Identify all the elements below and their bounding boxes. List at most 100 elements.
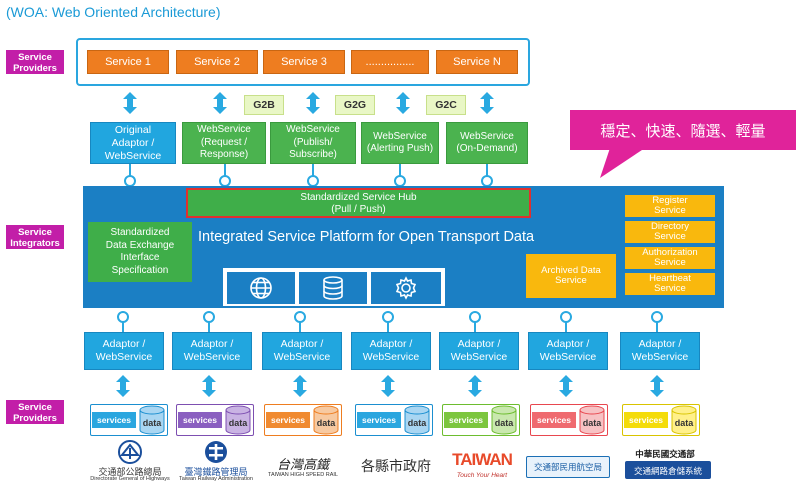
archived-data-service: Archived Data Service bbox=[526, 254, 616, 298]
logo-subtext: TAIWAN HIGH SPEED RAIL bbox=[268, 472, 338, 478]
arrow-icon bbox=[202, 375, 216, 397]
services-label: services bbox=[444, 412, 488, 428]
data-label: data bbox=[494, 418, 514, 428]
g2c-label: G2C bbox=[426, 95, 466, 115]
database-icon bbox=[323, 276, 343, 300]
standardized-interface-box: Standardized Data Exchange Interface Spe… bbox=[88, 222, 192, 282]
data-label: data bbox=[674, 418, 694, 428]
database-icon-cell bbox=[299, 272, 367, 304]
diagram-title: (WOA: Web Oriented Architecture) bbox=[6, 4, 221, 20]
railway-emblem-icon bbox=[205, 441, 227, 463]
heartbeat-service: Heartbeat Service bbox=[625, 273, 715, 295]
store-frame bbox=[176, 404, 254, 436]
arrow-icon bbox=[306, 92, 320, 114]
adaptor-box-6: Adaptor / WebService bbox=[528, 332, 608, 370]
gear-icon-cell bbox=[371, 272, 441, 304]
logo-subtext: Touch Your Heart bbox=[456, 472, 508, 479]
arrow-icon bbox=[468, 375, 482, 397]
g2g-label: G2G bbox=[335, 95, 375, 115]
store-frame bbox=[90, 404, 168, 436]
webservice-request-response: WebService (Request / Response) bbox=[182, 122, 266, 164]
database-icon bbox=[491, 405, 517, 435]
data-label: data bbox=[582, 418, 602, 428]
services-label: services bbox=[92, 412, 136, 428]
services-label: services bbox=[178, 412, 222, 428]
arrow-icon bbox=[213, 92, 227, 114]
logo-text: TAIWAN bbox=[452, 450, 513, 469]
arrow-icon bbox=[381, 375, 395, 397]
store-frame bbox=[264, 404, 342, 436]
side-label-service-providers-bottom: Service Providers bbox=[6, 400, 64, 424]
logo-text: 交通部民用航空局 bbox=[533, 462, 602, 472]
side-label-service-providers-top: Service Providers bbox=[6, 50, 64, 74]
logo-text: 各縣市政府 bbox=[361, 459, 431, 475]
logo-railway: 臺灣鐵路管理局 Taiwan Railway Administration bbox=[176, 440, 256, 484]
adaptor-box-4: Adaptor / WebService bbox=[351, 332, 431, 370]
globe-icon bbox=[250, 277, 272, 299]
arrow-icon bbox=[293, 375, 307, 397]
gear-icon bbox=[395, 276, 417, 300]
store-frame bbox=[355, 404, 433, 436]
service-hub-box: Standardized Service Hub (Pull / Push) bbox=[186, 188, 531, 218]
tagline-bubble: 穩定、快速、隨選、輕量 bbox=[570, 110, 796, 150]
logo-subtext: 交通網路倉儲系統 bbox=[633, 466, 702, 476]
webservice-alerting-push: WebService (Alerting Push) bbox=[361, 122, 439, 164]
data-label: data bbox=[316, 418, 336, 428]
logo-text: 中華民國交通部 bbox=[635, 449, 695, 459]
logo-text: 臺灣鐵路管理局 bbox=[184, 467, 248, 477]
side-label-service-integrators: Service Integrators bbox=[6, 225, 64, 249]
original-adaptor-box: Original Adaptor / WebService bbox=[90, 122, 176, 164]
arrow-icon bbox=[123, 92, 137, 114]
arrow-icon bbox=[396, 92, 410, 114]
service-box-ellipsis: ................ bbox=[351, 50, 429, 74]
arrow-icon bbox=[116, 375, 130, 397]
authorization-service: Authorization Service bbox=[625, 247, 715, 269]
logo-subtext: Taiwan Railway Administration bbox=[179, 476, 253, 482]
platform-title: Integrated Service Platform for Open Tra… bbox=[198, 229, 535, 245]
services-label: services bbox=[624, 412, 668, 428]
adaptor-box-2: Adaptor / WebService bbox=[172, 332, 252, 370]
data-label: data bbox=[228, 418, 248, 428]
data-label: data bbox=[142, 418, 162, 428]
services-label: services bbox=[357, 412, 401, 428]
services-label: services bbox=[266, 412, 310, 428]
logo-subtext: Directorate General of Highways bbox=[90, 476, 170, 482]
logo-taiwan-tourism: TAIWAN Touch Your Heart bbox=[444, 446, 520, 484]
database-icon bbox=[225, 405, 251, 435]
store-frame bbox=[442, 404, 520, 436]
service-box-1: Service 1 bbox=[87, 50, 169, 74]
logo-motc: 中華民國交通部 交通網路倉儲系統 bbox=[615, 446, 715, 484]
store-frame bbox=[530, 404, 608, 436]
database-icon bbox=[404, 405, 430, 435]
arrow-icon bbox=[480, 92, 494, 114]
g2b-label: G2B bbox=[244, 95, 284, 115]
caa-badge bbox=[526, 456, 610, 478]
logo-caa: 交通部民用航空局 bbox=[526, 452, 610, 482]
directory-service: Directory Service bbox=[625, 221, 715, 243]
database-icon bbox=[579, 405, 605, 435]
arrow-icon bbox=[559, 375, 573, 397]
service-box-3: Service 3 bbox=[263, 50, 345, 74]
database-icon bbox=[671, 405, 697, 435]
adaptor-box-1: Adaptor / WebService bbox=[84, 332, 164, 370]
motc-banner bbox=[625, 461, 711, 479]
services-label: services bbox=[532, 412, 576, 428]
adaptor-box-7: Adaptor / WebService bbox=[620, 332, 700, 370]
database-icon bbox=[313, 405, 339, 435]
adaptor-box-5: Adaptor / WebService bbox=[439, 332, 519, 370]
globe-icon-cell bbox=[227, 272, 295, 304]
logo-thsr: 台灣高鐵 TAIWAN HIGH SPEED RAIL bbox=[262, 450, 344, 484]
adaptor-box-3: Adaptor / WebService bbox=[262, 332, 342, 370]
service-box-2: Service 2 bbox=[176, 50, 258, 74]
logo-text: 台灣高鐵 bbox=[276, 457, 329, 472]
database-icon bbox=[139, 405, 165, 435]
arrow-icon bbox=[650, 375, 664, 397]
service-box-n: Service N bbox=[436, 50, 518, 74]
webservice-on-demand: WebService (On-Demand) bbox=[446, 122, 528, 164]
register-service: Register Service bbox=[625, 195, 715, 217]
webservice-publish-subscribe: WebService (Publish/ Subscribe) bbox=[270, 122, 356, 164]
logo-text: 交通部公路總局 bbox=[98, 467, 162, 477]
logo-local-gov: 各縣市政府 bbox=[354, 452, 438, 482]
logo-highways: 交通部公路總局 Directorate General of Highways bbox=[90, 440, 170, 484]
highways-emblem-icon bbox=[118, 440, 142, 464]
